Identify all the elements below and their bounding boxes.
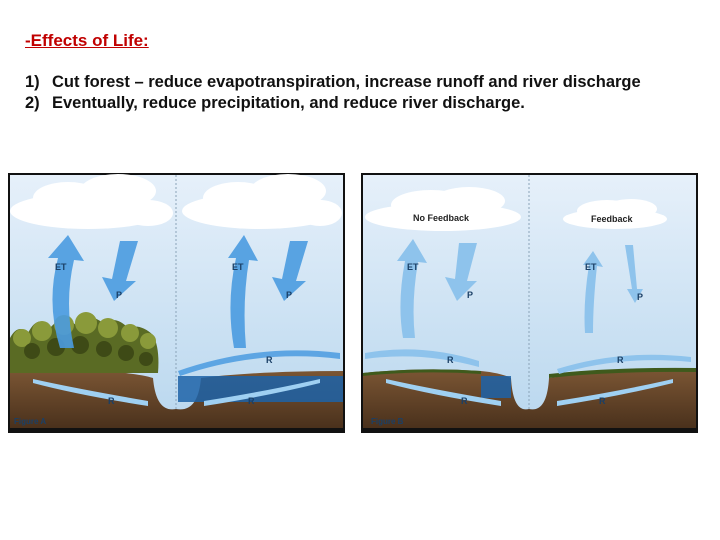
et-arrow bbox=[228, 235, 258, 348]
et-label: ET bbox=[232, 262, 244, 272]
heading: -Effects of Life: bbox=[25, 31, 149, 50]
p-label: P bbox=[116, 290, 122, 300]
figure-caption: Figure A bbox=[14, 417, 46, 426]
p-arrow bbox=[102, 241, 138, 301]
r-label: R bbox=[599, 396, 606, 406]
et-label: ET bbox=[585, 262, 597, 272]
r-label: R bbox=[108, 396, 115, 406]
r-label: R bbox=[266, 355, 273, 365]
cloud-icon bbox=[10, 174, 173, 229]
effects-list: 1) Cut forest – reduce evapotranspiratio… bbox=[25, 72, 685, 114]
runoff-arrow bbox=[557, 379, 673, 406]
soil bbox=[363, 369, 696, 428]
p-arrow bbox=[445, 243, 477, 301]
list-number: 1) bbox=[25, 73, 40, 91]
et-arrow bbox=[583, 251, 603, 333]
figure-b: No Feedback Feedback ET P R R ET P R R F… bbox=[361, 173, 698, 433]
figure-a: ET P R ET P R R Figure A bbox=[8, 173, 345, 433]
runoff-arrow bbox=[386, 379, 501, 406]
et-arrow bbox=[397, 239, 427, 338]
cloud-icon bbox=[182, 174, 342, 229]
et-arrow bbox=[48, 235, 84, 348]
cloud-label: No Feedback bbox=[413, 213, 470, 223]
runoff-arrow bbox=[33, 379, 148, 406]
p-label: P bbox=[637, 292, 643, 302]
list-item-2: 2) Eventually, reduce precipitation, and… bbox=[25, 93, 685, 113]
r-label: R bbox=[461, 396, 468, 406]
r-label: R bbox=[248, 396, 255, 406]
p-label: P bbox=[467, 290, 473, 300]
et-label: ET bbox=[407, 262, 419, 272]
list-number: 2) bbox=[25, 94, 40, 112]
p-arrow bbox=[625, 245, 643, 303]
runoff-arrow bbox=[178, 350, 340, 376]
grass bbox=[363, 369, 481, 376]
figure-b-illustration: No Feedback Feedback ET P R R ET P R R F… bbox=[361, 173, 698, 433]
r-label: R bbox=[447, 355, 454, 365]
river-water bbox=[481, 376, 511, 398]
grass bbox=[549, 367, 696, 378]
list-item-text: Cut forest – reduce evapotranspiration, … bbox=[52, 73, 641, 91]
p-arrow bbox=[272, 241, 308, 301]
cloud-label: Feedback bbox=[591, 214, 634, 224]
figure-caption: Figure B bbox=[371, 417, 404, 426]
p-label: P bbox=[286, 290, 292, 300]
et-label: ET bbox=[55, 262, 67, 272]
cloud-icon bbox=[563, 199, 667, 229]
r-label: R bbox=[617, 355, 624, 365]
list-item-1: 1) Cut forest – reduce evapotranspiratio… bbox=[25, 72, 685, 92]
runoff-arrow bbox=[365, 349, 479, 367]
cloud-icon bbox=[365, 187, 521, 231]
list-item-text: Eventually, reduce precipitation, and re… bbox=[52, 94, 525, 112]
runoff-arrow bbox=[557, 354, 691, 374]
figure-a-illustration: ET P R ET P R R Figure A bbox=[8, 173, 345, 433]
runoff-arrow bbox=[204, 379, 320, 406]
